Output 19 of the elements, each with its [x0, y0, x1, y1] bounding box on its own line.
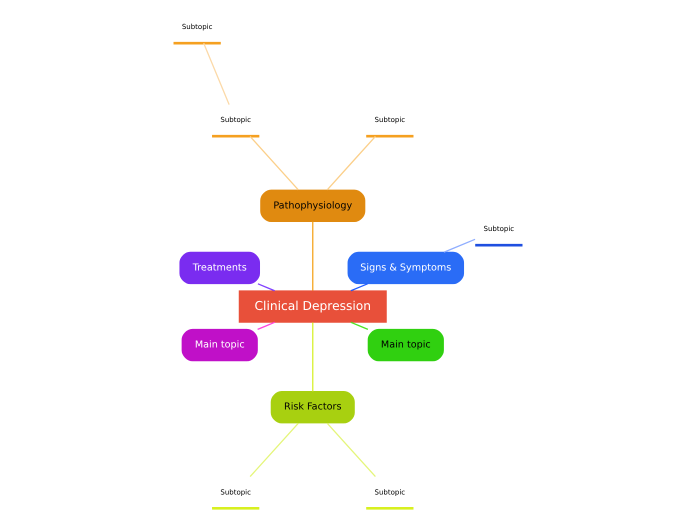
- connector: [257, 322, 275, 330]
- node-box: Clinical Depression: [238, 290, 387, 323]
- node-box: Treatments: [179, 252, 260, 284]
- connector: [326, 136, 376, 190]
- connector: [203, 43, 230, 105]
- node-box: Main topic: [368, 328, 444, 362]
- connector: [250, 136, 299, 190]
- connector: [250, 422, 299, 478]
- node-box: Pathophysiology: [260, 190, 366, 222]
- connector: [350, 283, 368, 292]
- connector: [312, 222, 314, 291]
- connector: [444, 238, 476, 253]
- node-box: Main topic: [182, 328, 258, 362]
- node-box: Signs & Symptoms: [348, 252, 464, 284]
- connector: [258, 283, 275, 292]
- connector: [326, 422, 376, 478]
- connector: [312, 322, 314, 392]
- connector: [350, 322, 368, 330]
- node-box: Risk Factors: [270, 391, 355, 424]
